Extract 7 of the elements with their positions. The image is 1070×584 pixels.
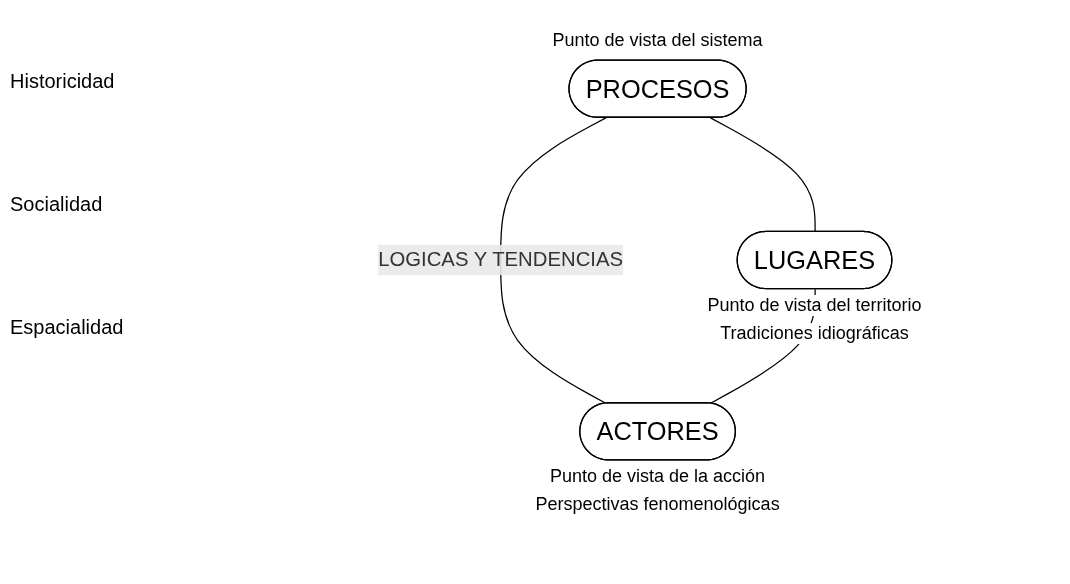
- edge-label: LOGICAS Y TENDENCIAS: [378, 248, 624, 271]
- dimension-label: Historicidad: [10, 70, 116, 93]
- connector: [709, 117, 816, 233]
- dimension-label: Espacialidad: [10, 316, 125, 339]
- dimension-label: Socialidad: [10, 193, 104, 216]
- connector: [499, 117, 607, 405]
- caption-text: Tradiciones idiográficas: [717, 322, 912, 344]
